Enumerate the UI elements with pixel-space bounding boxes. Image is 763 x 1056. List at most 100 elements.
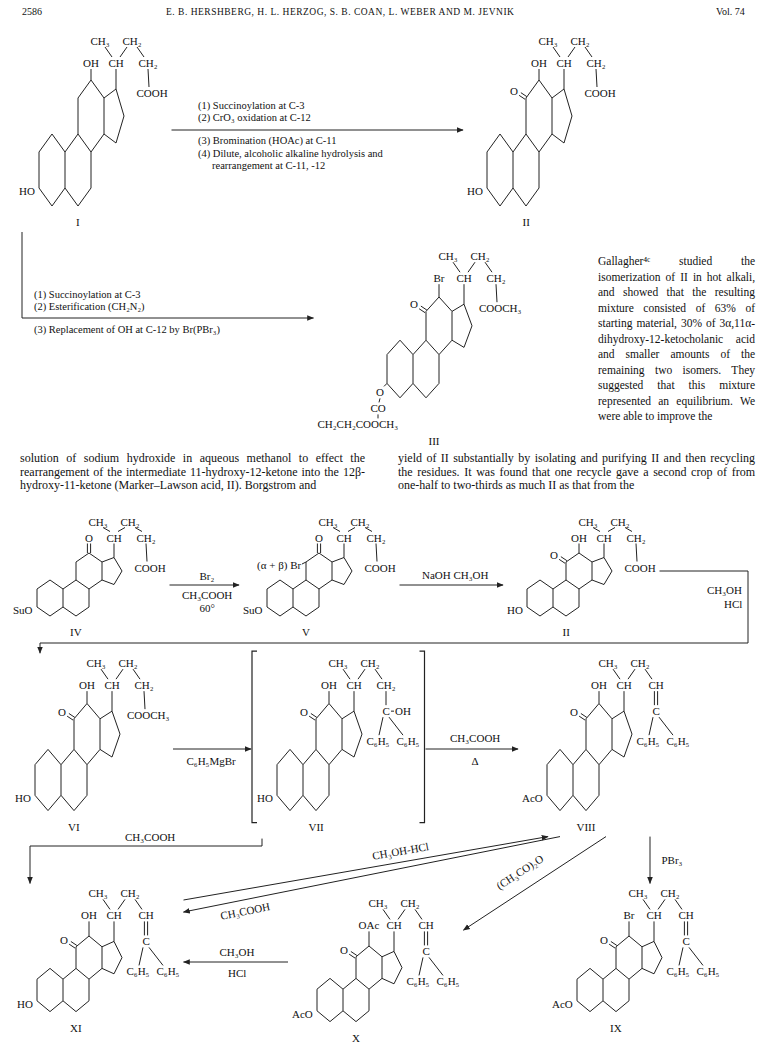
bond-line — [103, 528, 110, 532]
group-label: SuO — [13, 604, 33, 616]
group-label: HO — [17, 998, 33, 1010]
author-line: E. B. HERSHBERG, H. L. HERZOG, S. B. COA… — [166, 6, 514, 18]
reaction-arrow — [184, 837, 549, 900]
bond-line — [383, 909, 390, 919]
bond-line — [658, 899, 665, 909]
steroid-skeleton — [37, 936, 122, 1012]
reagent-label: CH₃COOH — [182, 589, 232, 601]
reagent-label: Δ — [472, 755, 479, 767]
compound-structure: CH₃CH₂OHCHCH₂OCOOHHOII — [463, 31, 620, 232]
compound-structure: CH₃CH₂OHCHCH₂OCOHC₆H₅C₆H₅HOVII — [251, 651, 426, 838]
bond-line — [394, 931, 395, 951]
group-label: CH₂ — [587, 57, 606, 69]
group-label: CH₂ — [135, 679, 154, 691]
bond-line — [521, 93, 527, 97]
bond-line — [302, 562, 306, 564]
bond-line — [429, 957, 443, 975]
group-label: HO — [19, 185, 35, 197]
steroid-skeleton — [39, 80, 124, 206]
compound-number: X — [352, 1032, 360, 1044]
compound-structure: CH₃CH₂OCHCH₂(α + β) BrCOOHSuOV — [239, 512, 400, 643]
bond-line — [144, 921, 145, 935]
bond-line — [69, 713, 75, 717]
bond-line — [137, 47, 144, 57]
body-text: Gallagher⁴ᶜ studied the isomerization of… — [598, 254, 755, 425]
bond-line — [599, 691, 600, 703]
bond-line — [629, 921, 630, 936]
group-label: CH — [557, 57, 572, 69]
compound-number: VII — [309, 821, 324, 833]
reagent-label: Br₂ — [200, 570, 215, 582]
bond-line — [645, 669, 652, 679]
bond-line — [90, 544, 91, 554]
bond-line — [351, 951, 357, 955]
group-label: OH — [591, 679, 607, 691]
bond-line — [561, 557, 567, 561]
reaction-arrow — [184, 837, 561, 912]
steroid-skeleton — [37, 553, 122, 616]
group-label: CH₂ — [137, 532, 156, 544]
compound-number: II — [563, 626, 570, 638]
bond-line — [317, 544, 318, 554]
bond-line — [539, 69, 540, 80]
bond-line — [579, 544, 580, 554]
group-label: O — [340, 944, 348, 956]
bond-line — [611, 941, 617, 945]
bond-line — [657, 691, 658, 705]
group-label: COOH — [137, 87, 168, 99]
compound-structure: CH₃CH₂OHCHCH₂OCOOHHOII — [503, 512, 660, 643]
group-label: C₆H₅ — [697, 965, 720, 977]
steroid-skeleton — [527, 553, 612, 616]
group-label: COOH — [625, 562, 656, 574]
bond-line — [112, 691, 113, 711]
bond-line — [424, 931, 425, 945]
compound-number: IX — [610, 1022, 622, 1034]
group-label: HO — [257, 792, 273, 804]
compound-number: XI — [70, 1022, 82, 1034]
bond-line — [101, 669, 108, 679]
group-label: Br — [434, 272, 445, 284]
bond-line — [643, 899, 650, 909]
page-number: 2586 — [22, 6, 42, 18]
bond-line — [675, 899, 682, 909]
group-label: C — [683, 935, 690, 947]
group-label: C₆H₅ — [127, 965, 150, 977]
bond-line — [419, 309, 425, 313]
group-label: OH — [531, 57, 547, 69]
bond-line — [120, 47, 127, 57]
reagent-label: CH₃OH — [707, 584, 742, 596]
group-label: CH — [107, 532, 122, 544]
bond-line — [343, 669, 350, 679]
bond-line — [485, 262, 492, 272]
bond-line — [69, 944, 75, 948]
group-label: OH — [83, 57, 99, 69]
reaction-arrow — [22, 232, 314, 318]
bond-line — [624, 691, 625, 711]
group-label: HO — [467, 185, 483, 197]
group-label: CH — [647, 909, 662, 921]
bond-line — [67, 716, 73, 720]
reagent-note: (3) Bromination (HOAc) at C-11 — [198, 135, 336, 147]
group-label: CH₂ — [367, 532, 386, 544]
group-label: (α + β) Br — [257, 559, 301, 571]
compound-number: VI — [68, 821, 80, 833]
group-label: CH — [457, 272, 472, 284]
compound-structure: CH₃CH₂OHCHCHOCC₆H₅C₆H₅AcOVIII — [518, 653, 694, 836]
compound-structure: CH₃CH₂OCHCH₂COOHSuOIV — [9, 512, 170, 643]
group-label: SuO — [243, 604, 263, 616]
bond-line — [585, 47, 592, 57]
bond-line — [391, 711, 394, 712]
bond-line — [103, 899, 110, 909]
reagent-note: (2) CrO₃ oxidation at C-12 — [198, 112, 311, 124]
reaction-arrow — [30, 839, 262, 884]
bond-line — [625, 528, 632, 532]
group-label: CH₂ — [627, 532, 646, 544]
group-label: CH₃ — [629, 887, 648, 899]
reaction-arrow — [184, 962, 289, 963]
bond-line — [87, 544, 88, 554]
bond-line — [628, 669, 635, 679]
group-label: OH — [395, 705, 411, 717]
reaction-arrow — [464, 837, 607, 930]
bond-line — [519, 95, 525, 99]
group-label: CH — [105, 679, 120, 691]
